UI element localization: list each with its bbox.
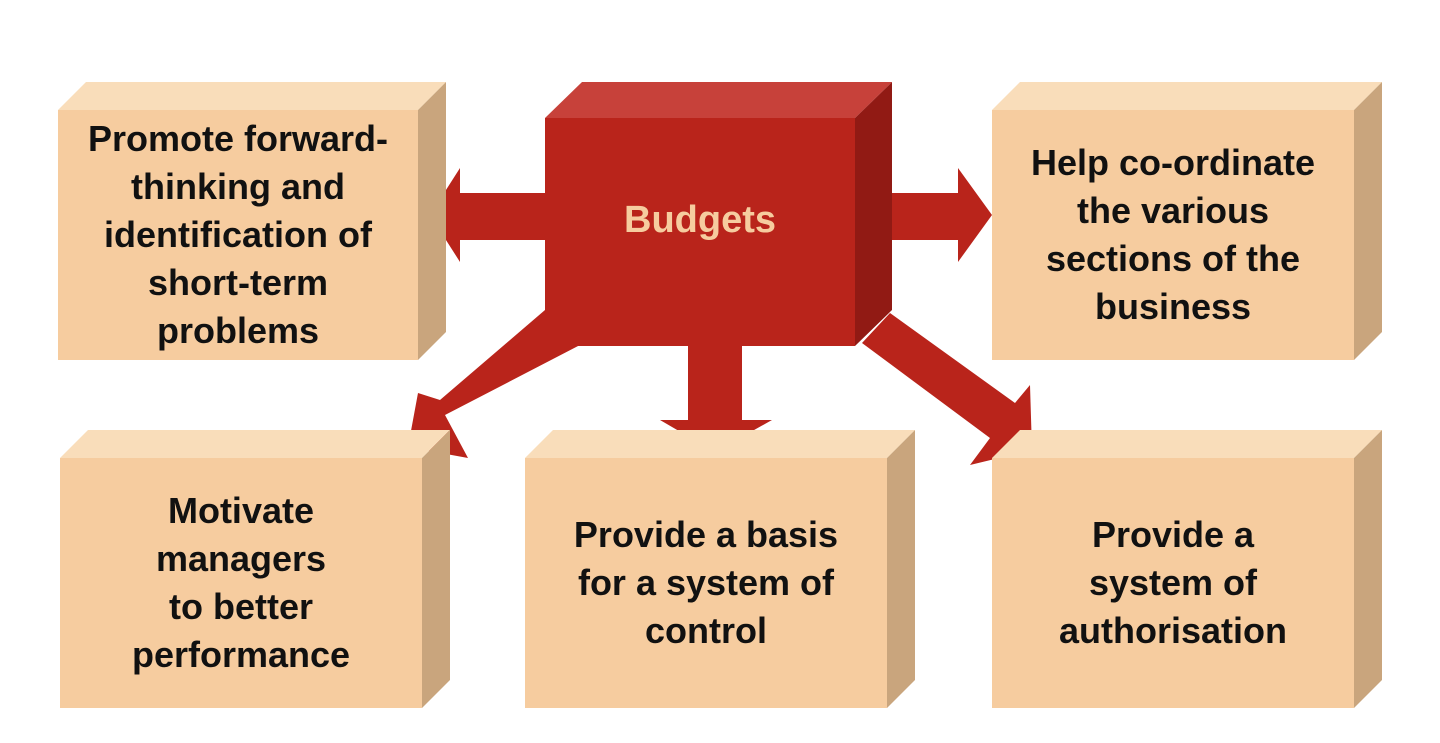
- box-authorisation: [992, 430, 1382, 708]
- arrow-right: [872, 168, 992, 262]
- box-forward-thinking: [58, 82, 446, 360]
- box-motivate-text: Motivate managers to better performance: [131, 490, 351, 675]
- arrow-down-right: [862, 313, 1032, 465]
- box-control: [525, 430, 915, 708]
- center-label: Budgets: [624, 199, 776, 241]
- arrow-down-left: [408, 310, 580, 458]
- box-coordinate: [992, 82, 1382, 360]
- box-control-text: Provide a basis for a system of control: [573, 514, 839, 651]
- box-coordinate-text: Help co-ordinate the various sections of…: [1030, 142, 1316, 327]
- box-motivate: [60, 430, 450, 708]
- box-authorisation-text: Provide a system of authorisation: [1058, 514, 1287, 651]
- box-forward-thinking-text: Promote forward- thinking and identifica…: [87, 118, 389, 351]
- center-box-budgets: [545, 82, 892, 346]
- arrow-down: [660, 343, 772, 452]
- arrow-left: [430, 168, 545, 262]
